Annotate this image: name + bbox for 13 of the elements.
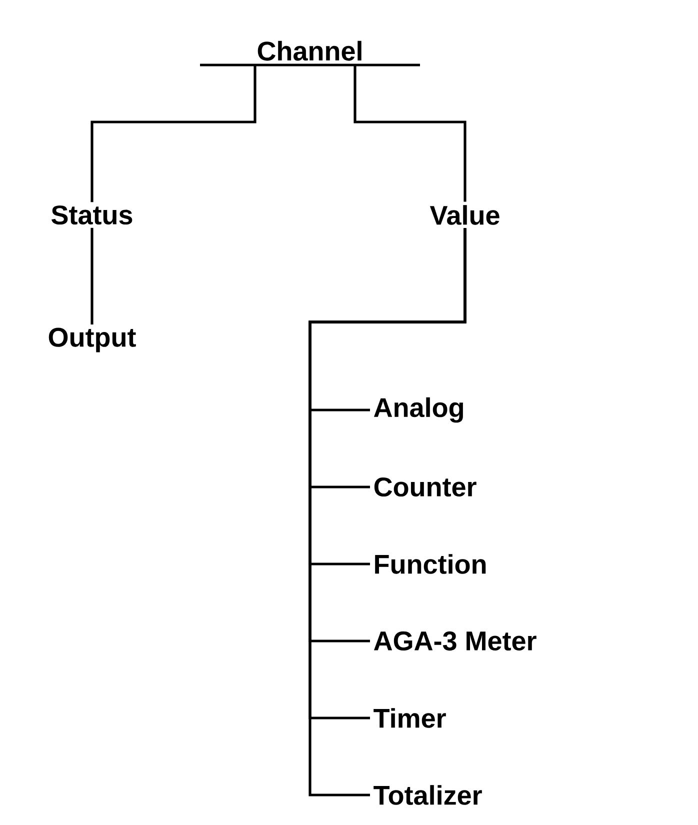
tree-label: Value (430, 205, 500, 225)
tree-label: Timer (374, 708, 446, 728)
tree-label: Output (48, 328, 136, 352)
connector-line (90, 228, 94, 324)
tree-label: Channel (258, 40, 362, 61)
tree-label: Counter (374, 477, 476, 497)
tree-label: Function (375, 554, 486, 574)
connector-line (354, 65, 466, 202)
tree-label: Totalizer (374, 785, 482, 805)
connector-line (90, 65, 256, 202)
tree-label: Analog (374, 397, 463, 423)
tree-label: Status (52, 205, 132, 225)
tree-label: AGA-3 Meter (374, 631, 536, 651)
